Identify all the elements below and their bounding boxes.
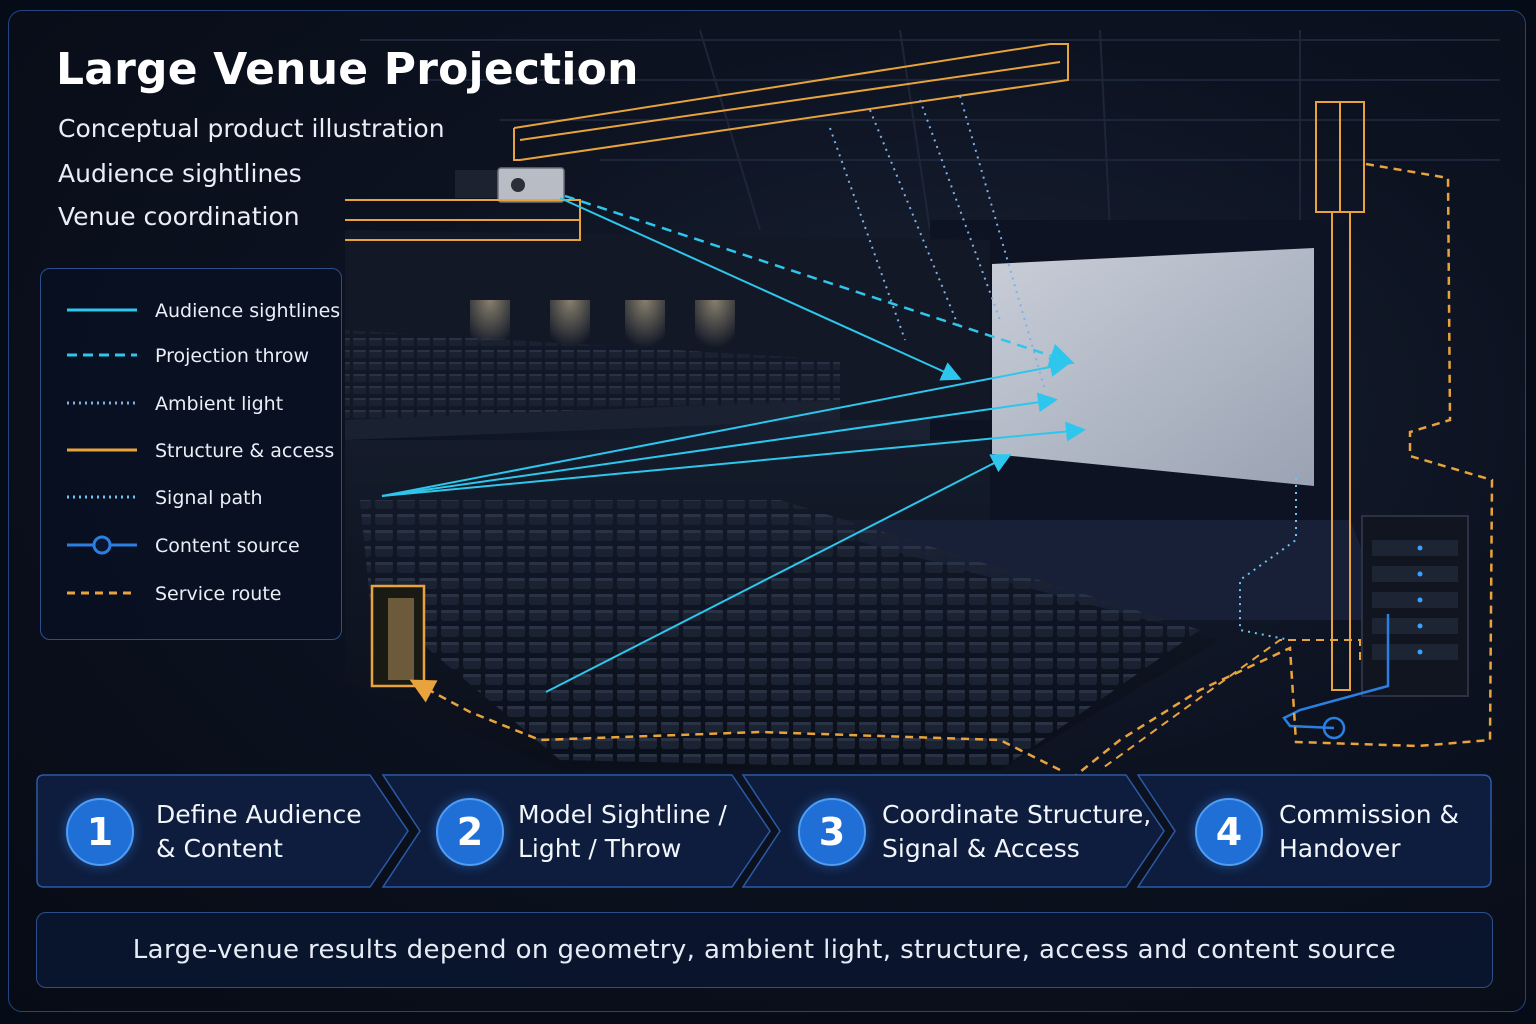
exit-door-opening: [388, 598, 414, 680]
legend-label: Service route: [155, 583, 282, 605]
step-label-line: Commission &: [1279, 800, 1459, 829]
legend-label: Projection throw: [155, 345, 310, 367]
step-label-line: Light / Throw: [518, 834, 682, 863]
main-seating: [360, 500, 1200, 770]
service-route-line: [1069, 162, 1494, 781]
step-4: 4 Commission & Handover: [1137, 774, 1493, 888]
dashed-line-swatch: [67, 353, 137, 357]
step-number-badge: 4: [1195, 798, 1263, 866]
legend-item-ambient-light: Ambient light: [41, 389, 341, 419]
balcony-front: [345, 400, 840, 440]
subtitle-line-2: Audience sightlines: [58, 159, 302, 188]
projection-screen: [992, 248, 1314, 486]
structure-truss: [345, 43, 1365, 691]
step-label-line: Handover: [1279, 834, 1401, 863]
legend-label: Content source: [155, 535, 300, 557]
node-line-swatch: [67, 535, 137, 555]
step-3: 3 Coordinate Structure, Signal & Access: [742, 774, 1167, 888]
footer-note-box: Large-venue results depend on geometry, …: [36, 912, 1493, 988]
audience-sightlines: [381, 197, 1086, 693]
legend-panel: Audience sightlines Projection throw Amb…: [40, 268, 342, 640]
step-label-line: Model Sightline /: [518, 800, 727, 829]
page-title: Large Venue Projection: [56, 44, 639, 95]
legend-item-content-source: Content source: [41, 531, 341, 561]
projector: [455, 167, 565, 203]
projection-throw-line: [564, 194, 1075, 368]
dotted-line-swatch: [67, 401, 137, 405]
solid-line-swatch: [67, 448, 137, 452]
step-label: Define Audience & Content: [156, 798, 416, 866]
legend-label: Structure & access: [155, 440, 335, 462]
step-chevron: [36, 774, 409, 888]
legend-label: Audience sightlines: [155, 300, 341, 322]
step-number-badge: 3: [798, 798, 866, 866]
content-source-link: [1282, 614, 1390, 740]
service-route-stage-line: [1099, 639, 1361, 771]
ambient-light-lines: [829, 95, 1046, 391]
ceiling-grid: [360, 29, 1500, 231]
step-label: Coordinate Structure, Signal & Access: [882, 798, 1152, 866]
step-label: Model Sightline / Light / Throw: [518, 798, 778, 866]
step-label-line: Define Audience: [156, 800, 362, 829]
legend-label: Ambient light: [155, 393, 284, 415]
step-2: 2 Model Sightline / Light / Throw: [382, 774, 772, 888]
dashed-line-swatch: [67, 591, 137, 595]
solid-line-swatch: [67, 308, 137, 312]
step-label-line: Coordinate Structure,: [882, 800, 1152, 829]
legend-label: Signal path: [155, 487, 263, 509]
subtitle-line-3: Venue coordination: [58, 202, 300, 231]
step-number-badge: 2: [436, 798, 504, 866]
step-1: 1 Define Audience & Content: [36, 774, 411, 888]
legend-item-service-route: Service route: [41, 579, 341, 609]
step-number-badge: 1: [66, 798, 134, 866]
legend-item-structure-access: Structure & access: [41, 436, 341, 466]
balcony-seating: [345, 330, 840, 420]
dotted-line-swatch: [67, 495, 137, 499]
equipment-rack: [1361, 515, 1469, 697]
footer-note: Large-venue results depend on geometry, …: [132, 935, 1397, 965]
step-label-line: & Content: [156, 834, 283, 863]
legend-item-audience-sightlines: Audience sightlines: [41, 296, 341, 326]
step-label: Commission & Handover: [1279, 798, 1536, 866]
step-label-line: Signal & Access: [882, 834, 1080, 863]
legend-item-projection-throw: Projection throw: [41, 341, 341, 371]
signal-path-line: [1239, 478, 1297, 641]
legend-item-signal-path: Signal path: [41, 483, 341, 513]
subtitle-line-1: Conceptual product illustration: [58, 114, 445, 143]
